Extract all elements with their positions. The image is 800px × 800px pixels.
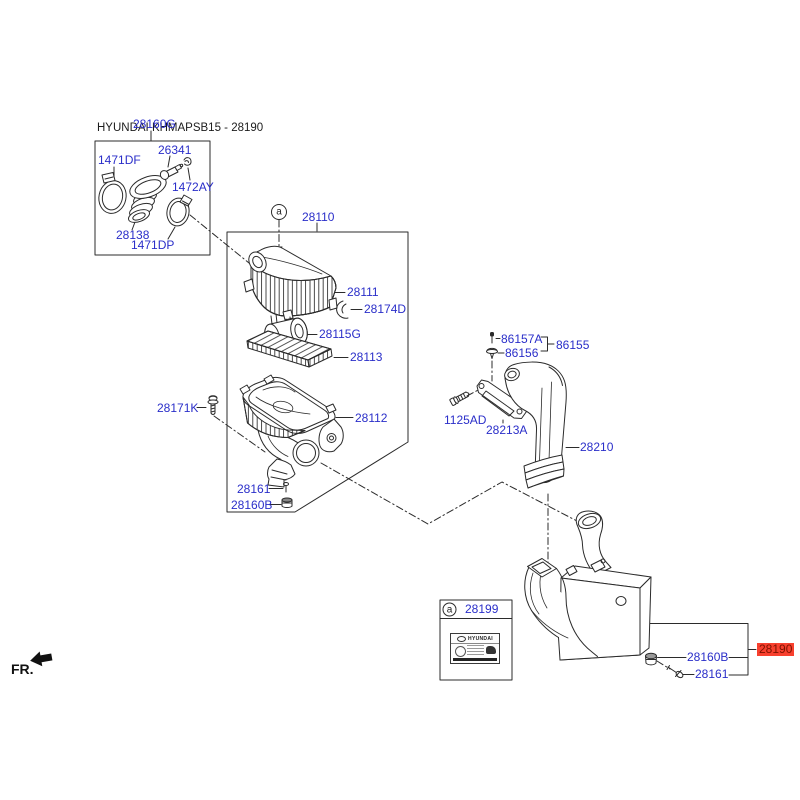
part-label-26341[interactable]: 26341 xyxy=(158,143,192,157)
grommet-28160b-bottom-icon xyxy=(645,652,657,666)
callout-a-plate: a xyxy=(446,603,453,615)
part-label-28213a[interactable]: 28213A xyxy=(486,423,528,437)
part-label-28161-b[interactable]: 28161 xyxy=(695,667,729,681)
label-plate-box xyxy=(439,599,513,681)
part-label-28160b-b[interactable]: 28160B xyxy=(687,650,729,664)
bolt-1125ad-icon xyxy=(449,391,470,406)
sticker-text-lines xyxy=(467,645,484,655)
part-label-28160g[interactable]: 28160G xyxy=(133,117,176,131)
hyundai-info-sticker: HYUNDAI xyxy=(450,633,500,664)
part-label-28199[interactable]: 28199 xyxy=(465,602,499,616)
part-label-28111[interactable]: 28111 xyxy=(347,285,379,299)
air-cleaner-body-28112-drawing xyxy=(239,374,344,488)
resonator-assembly-28190-drawing xyxy=(524,510,652,661)
screw-28171k-icon xyxy=(207,395,219,415)
clamp-1471dp-drawing xyxy=(166,194,193,227)
hook-28174d-drawing xyxy=(336,300,349,319)
bracket-28213a-drawing xyxy=(476,379,527,419)
part-label-86156[interactable]: 86156 xyxy=(505,346,539,360)
air-duct-28210-drawing xyxy=(504,361,567,489)
air-duct-28138-drawing xyxy=(127,175,167,223)
part-label-1472ay[interactable]: 1472AY xyxy=(172,180,214,194)
part-label-28112[interactable]: 28112 xyxy=(355,411,388,425)
sticker-brand-text: HYUNDAI xyxy=(468,635,493,642)
hyundai-logo-icon xyxy=(457,635,467,642)
assembly-dash-lines xyxy=(189,214,671,670)
leader-lines xyxy=(113,130,757,676)
part-label-28160b-a[interactable]: 28160B xyxy=(231,498,273,512)
part-label-28115g[interactable]: 28115G xyxy=(319,327,361,341)
part-label-28113[interactable]: 28113 xyxy=(350,350,383,364)
part-label-1125ad[interactable]: 1125AD xyxy=(444,413,487,427)
part-label-28138[interactable]: 28138 xyxy=(116,228,150,242)
sensor-26341-drawing xyxy=(159,163,184,180)
fr-direction-arrow xyxy=(30,651,53,667)
sticker-seal-icon xyxy=(455,646,466,657)
part-label-28190-highlighted[interactable]: 28190 xyxy=(757,642,795,656)
sticker-car-icon xyxy=(486,646,496,654)
clamp-1471df-drawing xyxy=(98,172,127,214)
part-label-86157a[interactable]: 86157A xyxy=(501,332,543,346)
screw-86157a-icon xyxy=(490,332,494,344)
grommet-28160b-icon xyxy=(281,497,293,508)
screw-28161-bottom-icon xyxy=(666,665,684,679)
screw-86156-icon xyxy=(486,347,498,359)
sticker-bottom-bar xyxy=(453,658,497,661)
callout-a-top: a xyxy=(276,206,282,218)
fr-label: FR. xyxy=(11,661,34,677)
page-title: HYUNDAI KHMAPSB15 - 28190 xyxy=(97,122,264,134)
air-cleaner-group-box xyxy=(226,231,409,513)
part-label-28161-a[interactable]: 28161 xyxy=(237,482,271,496)
air-cleaner-cover-28111-drawing xyxy=(243,245,338,327)
part-label-28174d[interactable]: 28174D xyxy=(364,302,407,316)
part-label-1471dp[interactable]: 1471DP xyxy=(131,238,175,252)
inlet-duct-group-box xyxy=(94,140,211,256)
part-label-28171k[interactable]: 28171K xyxy=(157,401,199,415)
pin-28161-icon xyxy=(283,482,289,493)
clip-1472ay-drawing xyxy=(183,157,192,166)
filter-28113-drawing xyxy=(246,330,333,368)
part-label-28210[interactable]: 28210 xyxy=(580,440,614,454)
part-label-1471df[interactable]: 1471DF xyxy=(98,153,141,167)
part-label-86155[interactable]: 86155 xyxy=(556,338,590,352)
part-label-28110[interactable]: 28110 xyxy=(302,210,335,224)
